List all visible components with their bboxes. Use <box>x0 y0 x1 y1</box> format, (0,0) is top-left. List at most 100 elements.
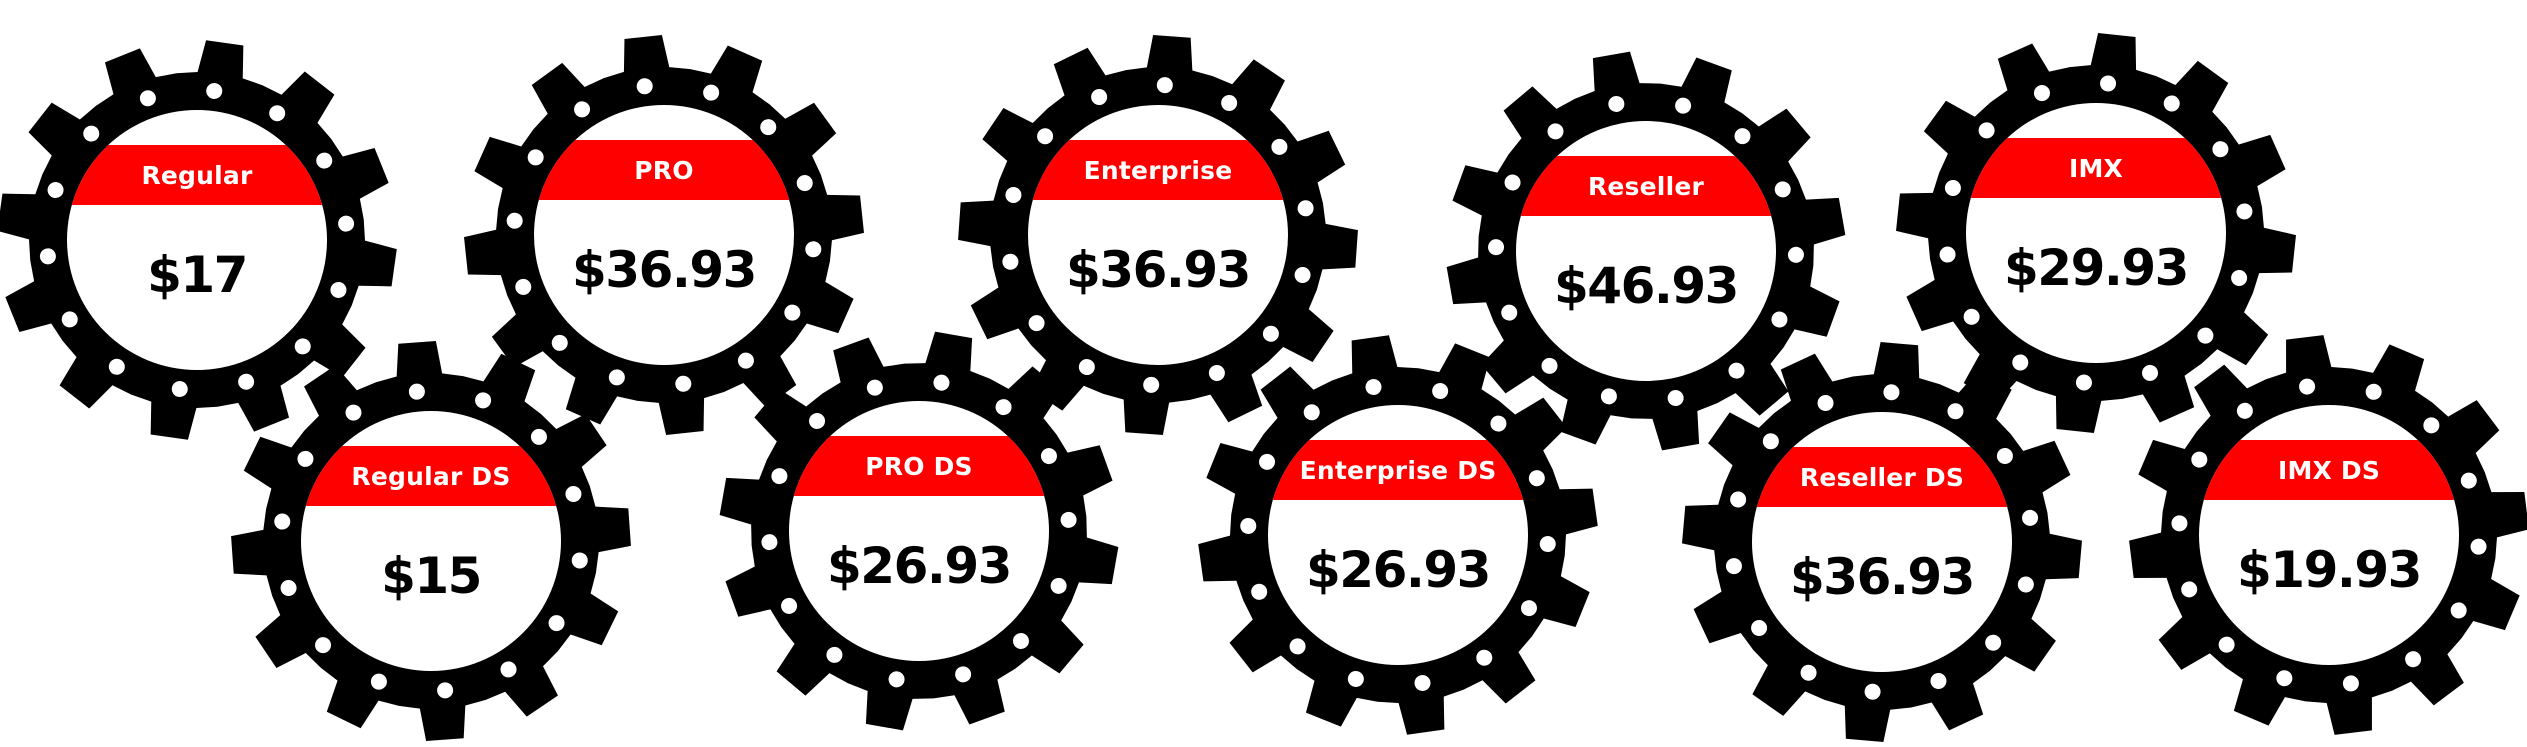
gear-hole <box>1060 511 1077 528</box>
plan-banner-band <box>301 446 561 506</box>
gear-hole <box>238 373 255 390</box>
gear-hole <box>1490 415 1507 432</box>
plan-name: Reseller DS <box>1799 462 1965 492</box>
plan-price: $26.93 <box>827 537 1012 595</box>
gear-hole <box>338 215 355 232</box>
gear-hole <box>39 248 56 265</box>
gear-hole <box>1541 357 1558 374</box>
gear-hole <box>1608 95 1625 112</box>
gear-hole <box>574 101 591 118</box>
gear-hole <box>1262 325 1279 342</box>
gear-hole <box>1040 448 1057 465</box>
gear-hole <box>1259 453 1276 470</box>
gear-hole <box>805 241 822 258</box>
gear-hole <box>530 428 547 445</box>
plan-banner-band <box>2199 440 2459 500</box>
gear-hole <box>1817 395 1834 412</box>
gear-icon <box>464 35 864 435</box>
gear-hole <box>571 552 588 569</box>
gear-hole <box>1271 138 1288 155</box>
gear-hole <box>2470 538 2487 555</box>
plan-card-pro-ds: PRO DS $26.93 <box>714 326 1124 736</box>
plan-card-enterprise: Enterprise $36.93 <box>953 30 1363 440</box>
gear-hole <box>809 412 826 429</box>
gear-hole <box>1037 128 1054 145</box>
gear-hole <box>280 579 297 596</box>
gear-hole <box>2012 354 2029 371</box>
gear-icon <box>1198 335 1598 735</box>
gear-hole <box>1939 246 1956 263</box>
plan-card-imx-ds: IMX DS $19.93 <box>2124 330 2527 740</box>
gear-hole <box>294 338 311 355</box>
gear-hole <box>1787 246 1804 263</box>
gear-hole <box>61 311 78 328</box>
gear-hole <box>2191 451 2208 468</box>
pricing-gears: Regular $17 PRO $36.93 Enterprise $36.93… <box>0 30 2527 742</box>
gear-hole <box>1930 672 1947 689</box>
gear-hole <box>1002 253 1019 270</box>
plan-banner-band <box>67 145 327 205</box>
gear-hole <box>1725 558 1742 575</box>
gear-hole <box>703 84 720 101</box>
gear-hole <box>784 304 801 321</box>
gear-hole <box>2236 402 2253 419</box>
gear-hole <box>1050 577 1067 594</box>
gear-hole <box>2231 270 2248 287</box>
gear-hole <box>2299 378 2316 395</box>
gear-hole <box>1734 128 1751 145</box>
gear-hole <box>737 352 754 369</box>
plan-card-reseller-ds: Reseller DS $36.93 <box>1677 337 2087 747</box>
gear-hole <box>1774 181 1791 198</box>
gear-hole <box>1005 187 1022 204</box>
gear-hole <box>316 152 333 169</box>
gear-hole <box>1303 404 1320 421</box>
gear-hole <box>1501 304 1518 321</box>
plan-name: PRO DS <box>865 451 973 481</box>
gear-hole <box>47 182 64 199</box>
gear-hole <box>1978 122 1995 139</box>
gear-hole <box>796 175 813 192</box>
gear-hole <box>139 90 156 107</box>
gear-hole <box>761 534 778 551</box>
gear-hole <box>506 212 523 229</box>
gear-hole <box>2405 651 2422 668</box>
plan-price: $36.93 <box>1790 548 1975 606</box>
gear-icon <box>1446 51 1846 451</box>
gear-hole <box>1547 123 1564 140</box>
plan-name: PRO <box>634 155 694 185</box>
gear-hole <box>171 381 188 398</box>
gear-hole <box>1240 517 1257 534</box>
gear-hole <box>608 369 625 386</box>
gear-hole <box>866 379 883 396</box>
gear-icon <box>1682 342 2082 742</box>
plan-price: $36.93 <box>572 241 757 299</box>
gear-hole <box>2236 203 2253 220</box>
gear-hole <box>675 375 692 392</box>
gear-hole <box>1539 536 1556 553</box>
gear-hole <box>1985 634 2002 651</box>
gear-hole <box>2181 581 2198 598</box>
gear-hole <box>515 278 532 295</box>
gear-hole <box>297 450 314 467</box>
gear-hole <box>1365 379 1382 396</box>
plan-card-regular-ds: Regular DS $15 <box>226 336 636 746</box>
gear-hole <box>408 383 425 400</box>
gear-hole <box>2017 576 2034 593</box>
gear-hole <box>1996 448 2013 465</box>
gear-hole <box>760 119 777 136</box>
gear-hole <box>1751 619 1768 636</box>
gear-hole <box>1864 683 1881 700</box>
gear-hole <box>1078 359 1095 376</box>
gear-hole <box>1208 364 1225 381</box>
plan-card-regular: Regular $17 <box>0 35 402 445</box>
gear-hole <box>2365 383 2382 400</box>
gear-hole <box>1297 200 1314 217</box>
gear-hole <box>1883 384 1900 401</box>
gear-hole <box>330 281 347 298</box>
gear-icon <box>1896 33 2296 433</box>
plan-name: Enterprise DS <box>1299 455 1497 485</box>
gear-hole <box>2100 75 2117 92</box>
gear-hole <box>2423 417 2440 434</box>
gear-hole <box>1347 670 1364 687</box>
gear-hole <box>2033 85 2050 102</box>
